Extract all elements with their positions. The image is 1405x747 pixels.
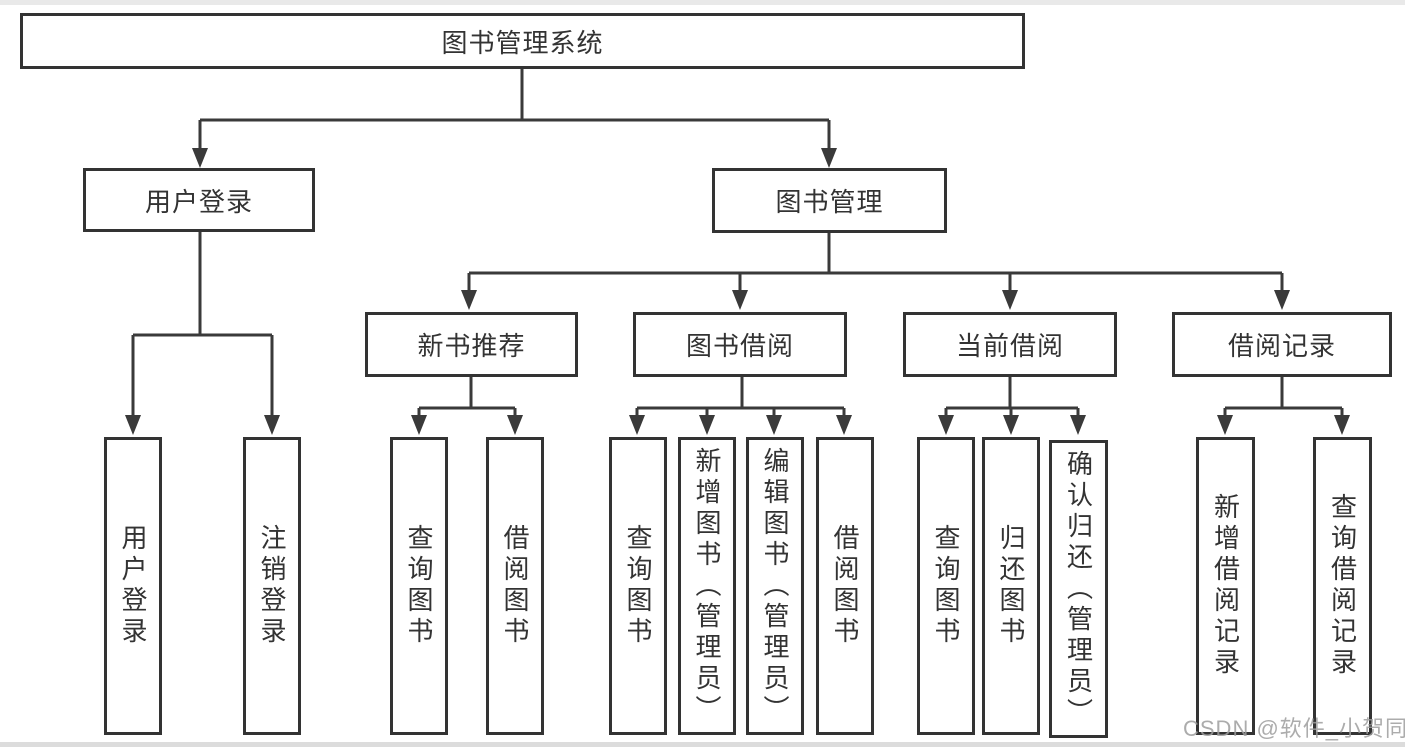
node-query-books-recommend-label: 查询图书 [404,524,434,648]
node-book-borrow-label: 图书借阅 [685,331,794,361]
node-confirm-return-admin: 确认归还（管理员） [1049,440,1108,738]
arrowhead [411,415,427,435]
node-return-books-label: 归还图书 [996,524,1026,648]
arrowhead [1334,415,1350,435]
node-borrow-records-label: 借阅记录 [1227,331,1336,361]
node-root-label: 图书管理系统 [441,27,604,58]
node-edit-books-admin-label: 编辑图书（管理员） [760,446,790,726]
arrowhead [264,415,280,435]
connector-line [1223,377,1344,416]
connector-line [467,233,1284,291]
node-borrow-books-label: 借阅图书 [830,524,860,648]
node-new-book-recommend: 新书推荐 [365,312,578,377]
node-user-login-action-label: 用户登录 [118,524,148,648]
node-add-borrow-record: 新增借阅记录 [1196,437,1255,735]
csdn-watermark: CSDN @软件_小贺同学 [1183,716,1405,741]
arrowhead [1003,415,1019,435]
connector-current-to-children [938,377,1086,435]
arrowhead [732,290,748,310]
node-new-book-recommend-label: 新书推荐 [417,331,526,361]
arrowhead [629,415,645,435]
node-user-login-label: 用户登录 [144,186,253,217]
node-book-management-label: 图书管理 [775,187,884,217]
connector-line [944,377,1080,416]
node-book-management: 图书管理 [712,168,947,233]
node-logout-action-label: 注销登录 [257,524,287,648]
node-borrow-records: 借阅记录 [1172,312,1392,377]
connector-root-to-level2 [192,69,837,168]
node-root: 图书管理系统 [20,13,1025,69]
arrowhead [821,148,837,168]
node-query-borrow-record-label: 查询借阅记录 [1327,493,1358,679]
arrowhead [1274,290,1290,310]
connector-records-to-children [1217,377,1350,435]
arrowhead [766,415,782,435]
node-borrow-books: 借阅图书 [816,437,874,735]
node-add-borrow-record-label: 新增借阅记录 [1210,493,1241,679]
node-query-books-current: 查询图书 [917,437,975,735]
node-borrow-books-recommend: 借阅图书 [486,437,544,735]
bottom-edge-strip [0,742,1405,747]
top-edge-strip [0,0,1405,5]
node-add-books-admin: 新增图书（管理员） [678,437,736,735]
connector-recommend-to-children [411,377,523,435]
arrowhead [836,415,852,435]
arrowhead [125,415,141,435]
connector-line [635,377,846,416]
connector-management-to-level3 [461,233,1290,310]
arrowhead [938,415,954,435]
node-edit-books-admin: 编辑图书（管理员） [746,437,804,735]
arrowhead [192,148,208,168]
node-return-books: 归还图书 [982,437,1040,735]
node-current-borrow-label: 当前借阅 [955,331,1064,361]
arrowhead [1070,415,1086,435]
node-borrow-books-recommend-label: 借阅图书 [500,524,530,648]
node-user-login-action: 用户登录 [104,437,162,735]
connector-login-to-children [125,232,280,435]
node-query-books-borrow-label: 查询图书 [623,524,653,648]
connector-line [131,232,274,416]
node-add-books-admin-label: 新增图书（管理员） [692,446,722,726]
node-confirm-return-admin-label: 确认归还（管理员） [1063,449,1094,729]
connector-borrow-to-children [629,377,852,435]
node-query-borrow-record: 查询借阅记录 [1313,437,1372,735]
arrowhead [507,415,523,435]
connector-line [417,377,517,416]
arrowhead [1002,290,1018,310]
arrowhead [699,415,715,435]
node-current-borrow: 当前借阅 [903,312,1117,377]
node-query-books-recommend: 查询图书 [390,437,448,735]
node-logout-action: 注销登录 [243,437,301,735]
node-book-borrow: 图书借阅 [633,312,847,377]
node-query-books-borrow: 查询图书 [609,437,667,735]
arrowhead [461,290,477,310]
node-query-books-current-label: 查询图书 [931,524,961,648]
arrowhead [1217,415,1233,435]
node-user-login: 用户登录 [83,168,315,232]
connector-line [198,69,831,150]
